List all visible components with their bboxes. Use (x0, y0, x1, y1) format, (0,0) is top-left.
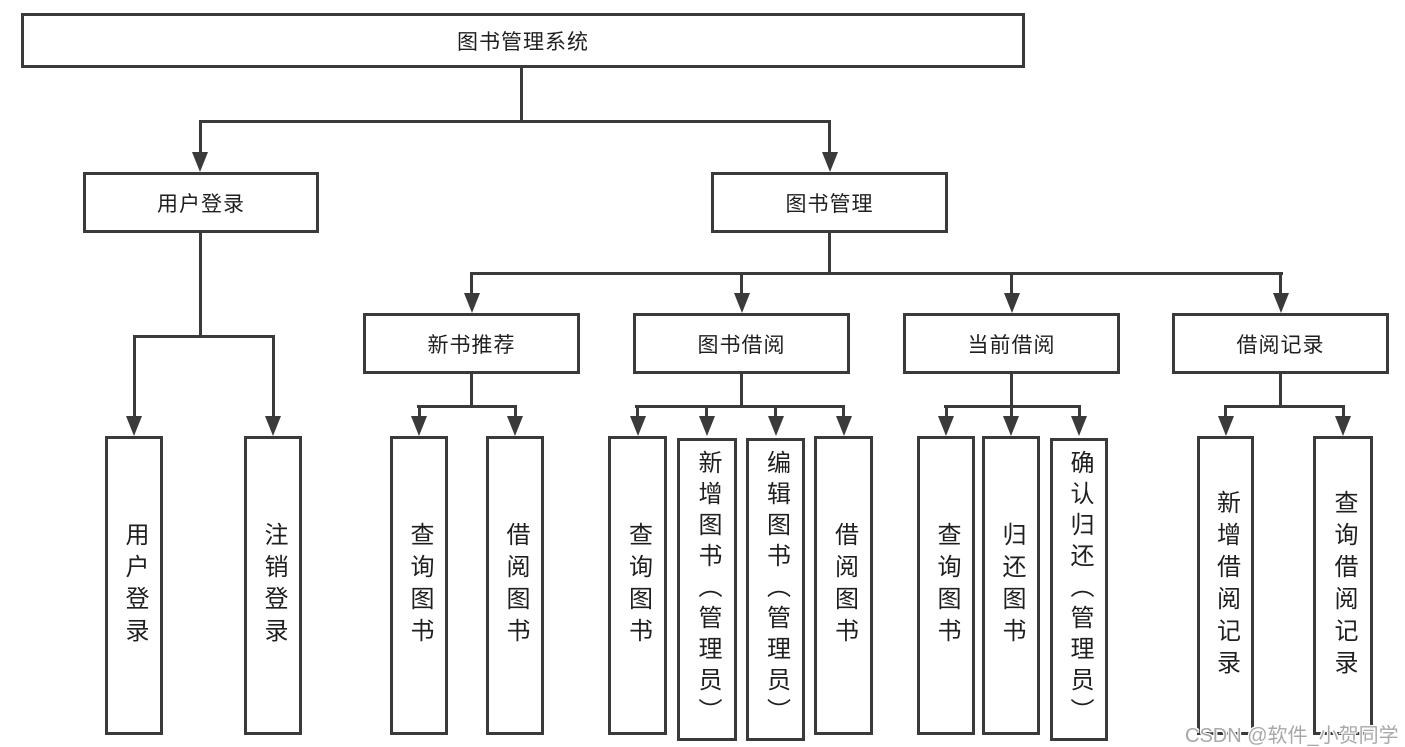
connector-shaft (705, 405, 708, 418)
connector-hbar (470, 272, 1283, 275)
leaf-borrowing-query-books: 查询图书 (608, 436, 667, 735)
arrow-down-icon (734, 293, 750, 313)
arrow-down-icon (464, 293, 480, 313)
leaf-confirm-return-admin: 确认归还（管理员） (1050, 438, 1108, 741)
connector-hbar (1224, 405, 1345, 408)
connector-hbar (635, 405, 845, 408)
watermark: CSDN @软件_小贺同学 (1185, 725, 1399, 747)
arrow-down-icon (126, 416, 142, 436)
arrow-down-icon (938, 416, 954, 436)
leaf-recommend-query-books: 查询图书 (390, 436, 448, 735)
leaf-current-query-books: 查询图书 (917, 436, 975, 735)
node-borrowing-records: 借阅记录 (1172, 313, 1389, 374)
connector-shaft (418, 405, 421, 418)
connector-shaft (133, 335, 136, 417)
leaf-logout: 注销登录 (244, 436, 302, 735)
connector-shaft (1078, 405, 1081, 418)
connector-stem (199, 233, 202, 337)
connector-shaft (1010, 405, 1013, 418)
connector-hbar (417, 405, 517, 408)
connector-shaft (1342, 405, 1345, 418)
node-user-login: 用户登录 (83, 172, 319, 233)
connector-shaft (945, 405, 948, 418)
arrow-down-icon (265, 416, 281, 436)
arrow-down-icon (630, 416, 646, 436)
node-root: 图书管理系统 (21, 13, 1025, 68)
connector-stem (1010, 374, 1013, 407)
connector-shaft (774, 405, 777, 418)
leaf-query-borrow-record: 查询借阅记录 (1313, 436, 1373, 735)
connector-shaft (272, 335, 275, 417)
connector-stem (1279, 374, 1282, 407)
connector-shaft (842, 405, 845, 418)
connector-shaft (470, 272, 473, 295)
arrow-down-icon (1218, 416, 1234, 436)
leaf-return-books: 归还图书 (982, 436, 1040, 735)
leaf-borrowing-borrow-books: 借阅图书 (814, 436, 873, 735)
node-current-borrowing: 当前借阅 (903, 313, 1120, 374)
node-book-borrowing: 图书借阅 (633, 313, 850, 374)
leaf-edit-book-admin: 编辑图书（管理员） (746, 438, 805, 741)
leaf-add-book-admin: 新增图书（管理员） (677, 438, 737, 741)
connector-shaft (199, 120, 202, 154)
connector-shaft (1279, 272, 1282, 295)
connector-stem (828, 233, 831, 274)
arrow-down-icon (836, 416, 852, 436)
connector-stem (520, 68, 523, 122)
connector-stem (740, 374, 743, 407)
connector-shaft (1010, 272, 1013, 295)
arrow-down-icon (768, 416, 784, 436)
node-book-management: 图书管理 (711, 172, 948, 233)
arrow-down-icon (1004, 293, 1020, 313)
connector-shaft (636, 405, 639, 418)
connector-shaft (828, 120, 831, 154)
arrow-down-icon (507, 416, 523, 436)
arrow-down-icon (1273, 293, 1289, 313)
connector-stem (470, 374, 473, 407)
connector-hbar (133, 335, 275, 338)
leaf-recommend-borrow-books: 借阅图书 (486, 436, 544, 735)
arrow-down-icon (411, 416, 427, 436)
connector-shaft (514, 405, 517, 418)
arrow-down-icon (192, 152, 208, 172)
arrow-down-icon (1335, 416, 1351, 436)
leaf-add-borrow-record: 新增借阅记录 (1197, 436, 1254, 735)
connector-shaft (740, 272, 743, 295)
arrow-down-icon (699, 416, 715, 436)
arrow-down-icon (1071, 416, 1087, 436)
node-new-book-recommendation: 新书推荐 (363, 313, 580, 374)
arrow-down-icon (1003, 416, 1019, 436)
connector-shaft (1224, 405, 1227, 418)
leaf-user-login: 用户登录 (105, 436, 163, 735)
connector-hbar (199, 120, 831, 123)
arrow-down-icon (822, 152, 838, 172)
